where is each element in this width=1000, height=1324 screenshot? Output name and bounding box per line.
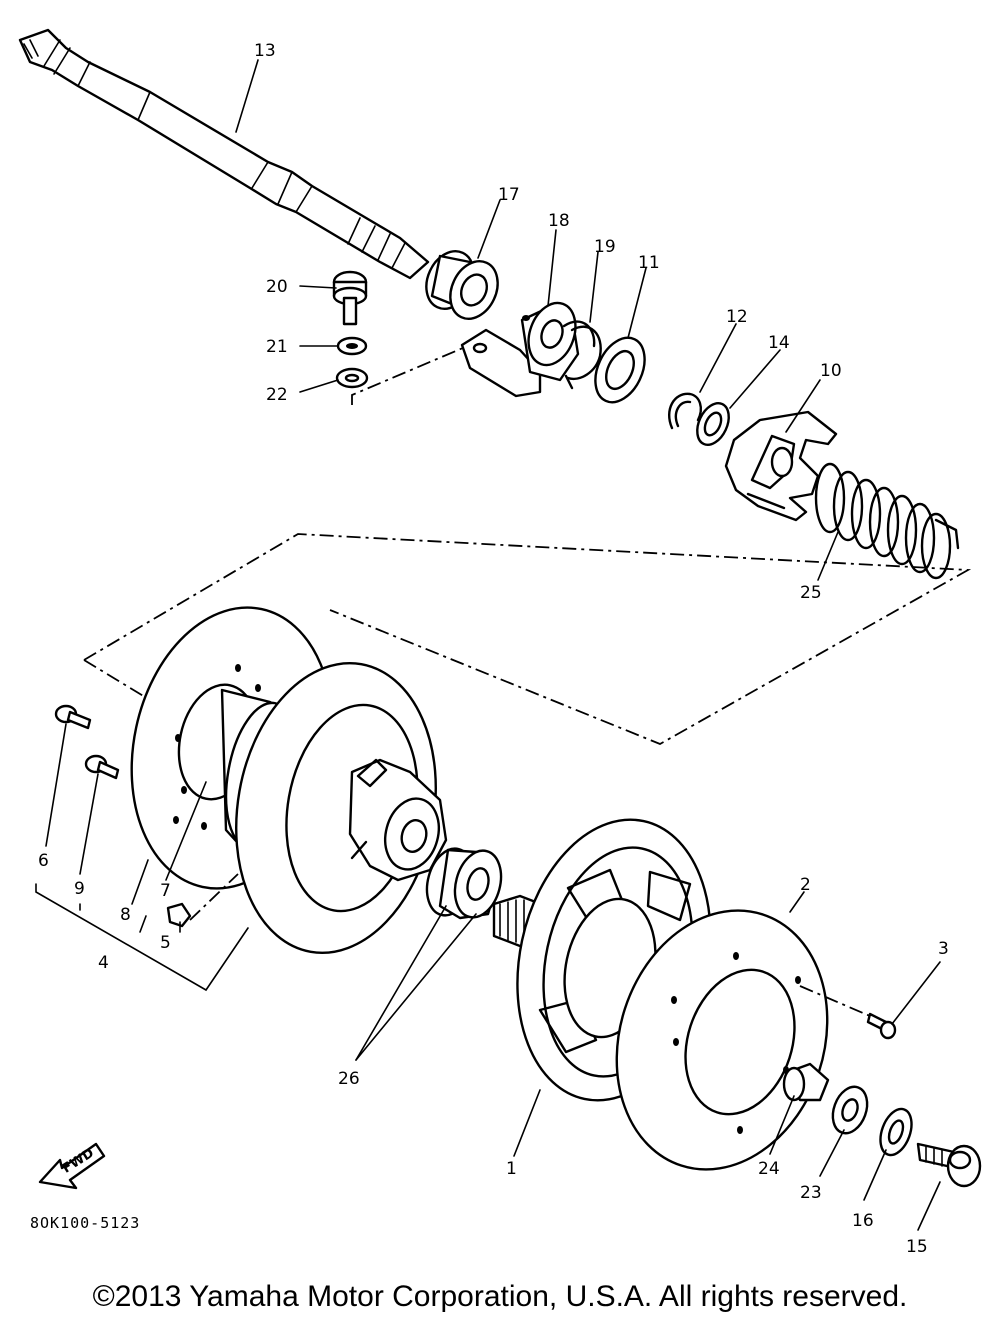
callout-5: 5 bbox=[160, 933, 171, 953]
washer-22 bbox=[335, 367, 369, 389]
copyright-notice: ©2013 Yamaha Motor Corporation, U.S.A. A… bbox=[92, 1280, 908, 1313]
back-plate-2 bbox=[615, 909, 829, 1171]
cam-10 bbox=[724, 410, 838, 522]
callout-20: 20 bbox=[266, 277, 288, 297]
callout-23: 23 bbox=[800, 1183, 822, 1203]
collar-24 bbox=[782, 1062, 830, 1102]
bolt-15 bbox=[916, 1142, 982, 1188]
callout-7: 7 bbox=[160, 881, 171, 901]
spacer-collar-26 bbox=[425, 847, 503, 920]
callout-25: 25 bbox=[800, 583, 822, 603]
callout-4: 4 bbox=[98, 953, 109, 973]
callout-11: 11 bbox=[638, 253, 660, 273]
washer-23 bbox=[831, 1085, 869, 1135]
callout-1: 1 bbox=[506, 1159, 517, 1179]
callout-22: 22 bbox=[266, 385, 288, 405]
callout-15: 15 bbox=[906, 1237, 928, 1257]
callout-9: 9 bbox=[74, 879, 85, 899]
callout-26: 26 bbox=[338, 1069, 360, 1089]
screw-9 bbox=[84, 754, 120, 780]
bearing-17 bbox=[425, 250, 499, 320]
washer-14 bbox=[696, 402, 730, 446]
weight-5 bbox=[166, 873, 239, 928]
callout-19: 19 bbox=[594, 237, 616, 257]
callout-labels: 13 17 18 19 11 20 21 22 12 14 10 25 6 9 … bbox=[38, 41, 949, 1257]
assembly-outline-left bbox=[83, 659, 151, 701]
callout-10: 10 bbox=[820, 361, 842, 381]
callout-2: 2 bbox=[800, 875, 811, 895]
callout-24: 24 bbox=[758, 1159, 780, 1179]
bolt-alignment-line bbox=[351, 344, 471, 405]
washer-11 bbox=[594, 336, 646, 404]
callout-16: 16 bbox=[852, 1211, 874, 1231]
drive-sheave bbox=[235, 662, 448, 954]
callout-14: 14 bbox=[768, 333, 790, 353]
bolt-20 bbox=[332, 270, 368, 326]
circlip-19 bbox=[562, 320, 602, 390]
circlip-12 bbox=[667, 392, 702, 430]
spring-25 bbox=[814, 462, 960, 580]
callout-8: 8 bbox=[120, 905, 131, 925]
leader-lines bbox=[35, 59, 941, 1231]
callout-13: 13 bbox=[254, 41, 276, 61]
bearing-holder-18 bbox=[460, 301, 580, 398]
callout-21: 21 bbox=[266, 337, 288, 357]
drawing-code: 8OK100-5123 bbox=[30, 1214, 140, 1232]
washer-21 bbox=[336, 336, 368, 356]
callout-3: 3 bbox=[938, 939, 949, 959]
callout-17: 17 bbox=[498, 185, 520, 205]
fwd-arrow-badge: FWD bbox=[38, 1142, 106, 1190]
washer-16 bbox=[879, 1107, 913, 1157]
callout-18: 18 bbox=[548, 211, 570, 231]
callout-6: 6 bbox=[38, 851, 49, 871]
primary-shaft bbox=[18, 28, 430, 280]
screw-6 bbox=[54, 704, 92, 730]
assembly-outline bbox=[83, 533, 972, 745]
callout-12: 12 bbox=[726, 307, 748, 327]
bolt-3 bbox=[799, 985, 897, 1040]
exploded-parts-diagram: FWD 13 17 18 19 bbox=[18, 28, 982, 1257]
